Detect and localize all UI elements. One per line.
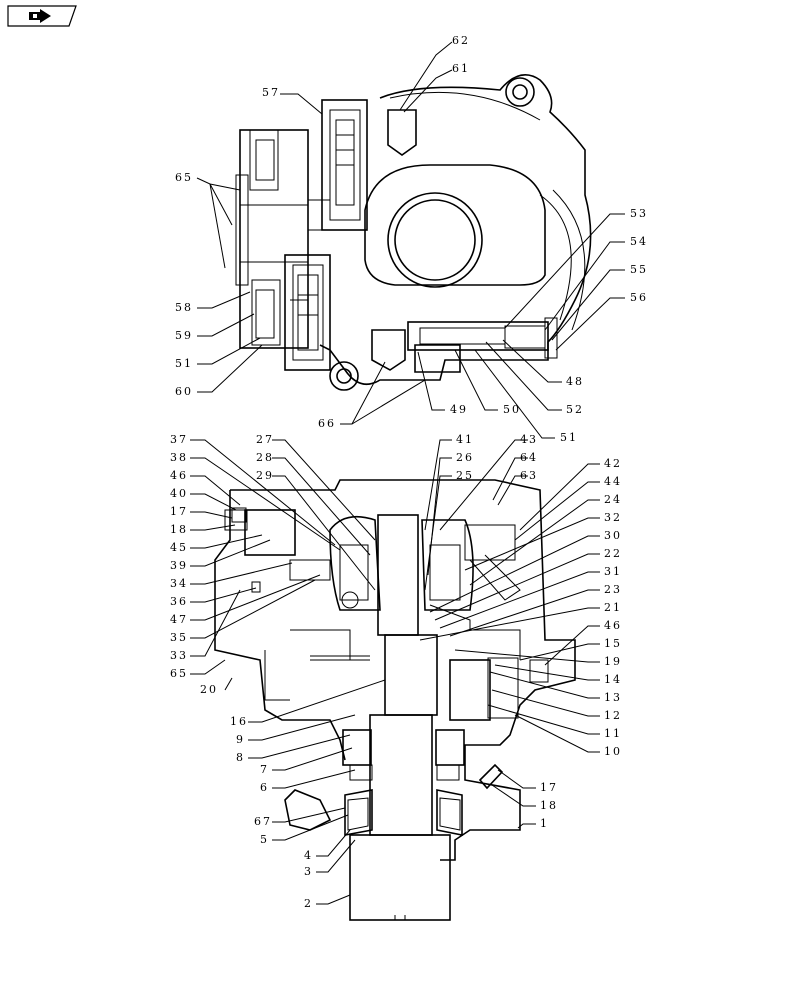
- leader-lines: [190, 41, 625, 905]
- callout-5: 5: [260, 833, 269, 846]
- callout-51-right: 51: [560, 431, 578, 444]
- callout-8: 8: [236, 751, 245, 764]
- callout-25: 25: [456, 469, 474, 482]
- callout-9: 9: [236, 733, 245, 746]
- callout-54: 54: [630, 235, 648, 248]
- callout-62: 62: [452, 34, 470, 47]
- callout-24: 24: [604, 493, 622, 506]
- callout-32: 32: [604, 511, 622, 524]
- callout-49: 49: [450, 403, 468, 416]
- callout-55: 55: [630, 263, 648, 276]
- callout-6: 6: [260, 781, 269, 794]
- callout-31: 31: [604, 565, 622, 578]
- callout-41: 41: [456, 433, 474, 446]
- callout-36: 36: [170, 595, 188, 608]
- callout-18-top: 18: [170, 523, 188, 536]
- callout-33: 33: [170, 649, 188, 662]
- callout-38: 38: [170, 451, 188, 464]
- callout-63: 63: [520, 469, 538, 482]
- callout-46-left: 46: [170, 469, 188, 482]
- callout-43: 43: [520, 433, 538, 446]
- callout-19: 19: [604, 655, 622, 668]
- callout-13: 13: [604, 691, 622, 704]
- callout-4: 4: [304, 849, 313, 862]
- callout-44: 44: [604, 475, 622, 488]
- callout-20: 20: [200, 683, 218, 696]
- callout-26: 26: [456, 451, 474, 464]
- callout-64: 64: [520, 451, 538, 464]
- callout-51-left: 51: [175, 357, 193, 370]
- callout-12: 12: [604, 709, 622, 722]
- callout-21: 21: [604, 601, 622, 614]
- callout-1: 1: [540, 817, 549, 830]
- callout-57: 57: [262, 86, 280, 99]
- callout-17-top: 17: [170, 505, 188, 518]
- callout-30: 30: [604, 529, 622, 542]
- callout-37: 37: [170, 433, 188, 446]
- callout-58: 58: [175, 301, 193, 314]
- callout-45: 45: [170, 541, 188, 554]
- callout-10: 10: [604, 745, 622, 758]
- callout-47: 47: [170, 613, 188, 626]
- callout-27: 27: [256, 433, 274, 446]
- callout-59: 59: [175, 329, 193, 342]
- callout-35: 35: [170, 631, 188, 644]
- callout-65-top: 65: [175, 171, 193, 184]
- callout-53: 53: [630, 207, 648, 220]
- callout-14: 14: [604, 673, 622, 686]
- callout-52: 52: [566, 403, 584, 416]
- callout-22: 22: [604, 547, 622, 560]
- nav-button[interactable]: [7, 5, 77, 27]
- callout-67: 67: [254, 815, 272, 828]
- callout-28: 28: [256, 451, 274, 464]
- bottom-motor-drawing: [214, 479, 576, 921]
- callout-60: 60: [175, 385, 193, 398]
- callout-39: 39: [170, 559, 188, 572]
- callout-16: 16: [230, 715, 248, 728]
- callout-15: 15: [604, 637, 622, 650]
- top-housing-drawing: [235, 74, 592, 391]
- callout-labels: 62 61 57 65 58 59 51 60 53 54 55 56 48 5…: [170, 34, 648, 910]
- callout-50: 50: [503, 403, 521, 416]
- callout-17-bottom: 17: [540, 781, 558, 794]
- callout-29: 29: [256, 469, 274, 482]
- callout-42: 42: [604, 457, 622, 470]
- callout-34: 34: [170, 577, 188, 590]
- callout-40: 40: [170, 487, 188, 500]
- callout-56: 56: [630, 291, 648, 304]
- callout-3: 3: [304, 865, 313, 878]
- callout-65-bottom: 65: [170, 667, 188, 680]
- callout-23: 23: [604, 583, 622, 596]
- callout-66: 66: [318, 417, 336, 430]
- callout-61: 61: [452, 62, 470, 75]
- callout-2: 2: [304, 897, 313, 910]
- callout-48: 48: [566, 375, 584, 388]
- callout-7: 7: [260, 763, 269, 776]
- parts-catalog-navigation-icon: [7, 5, 77, 27]
- callout-18-bottom: 18: [540, 799, 558, 812]
- callout-11: 11: [604, 727, 622, 740]
- callout-46-right: 46: [604, 619, 622, 632]
